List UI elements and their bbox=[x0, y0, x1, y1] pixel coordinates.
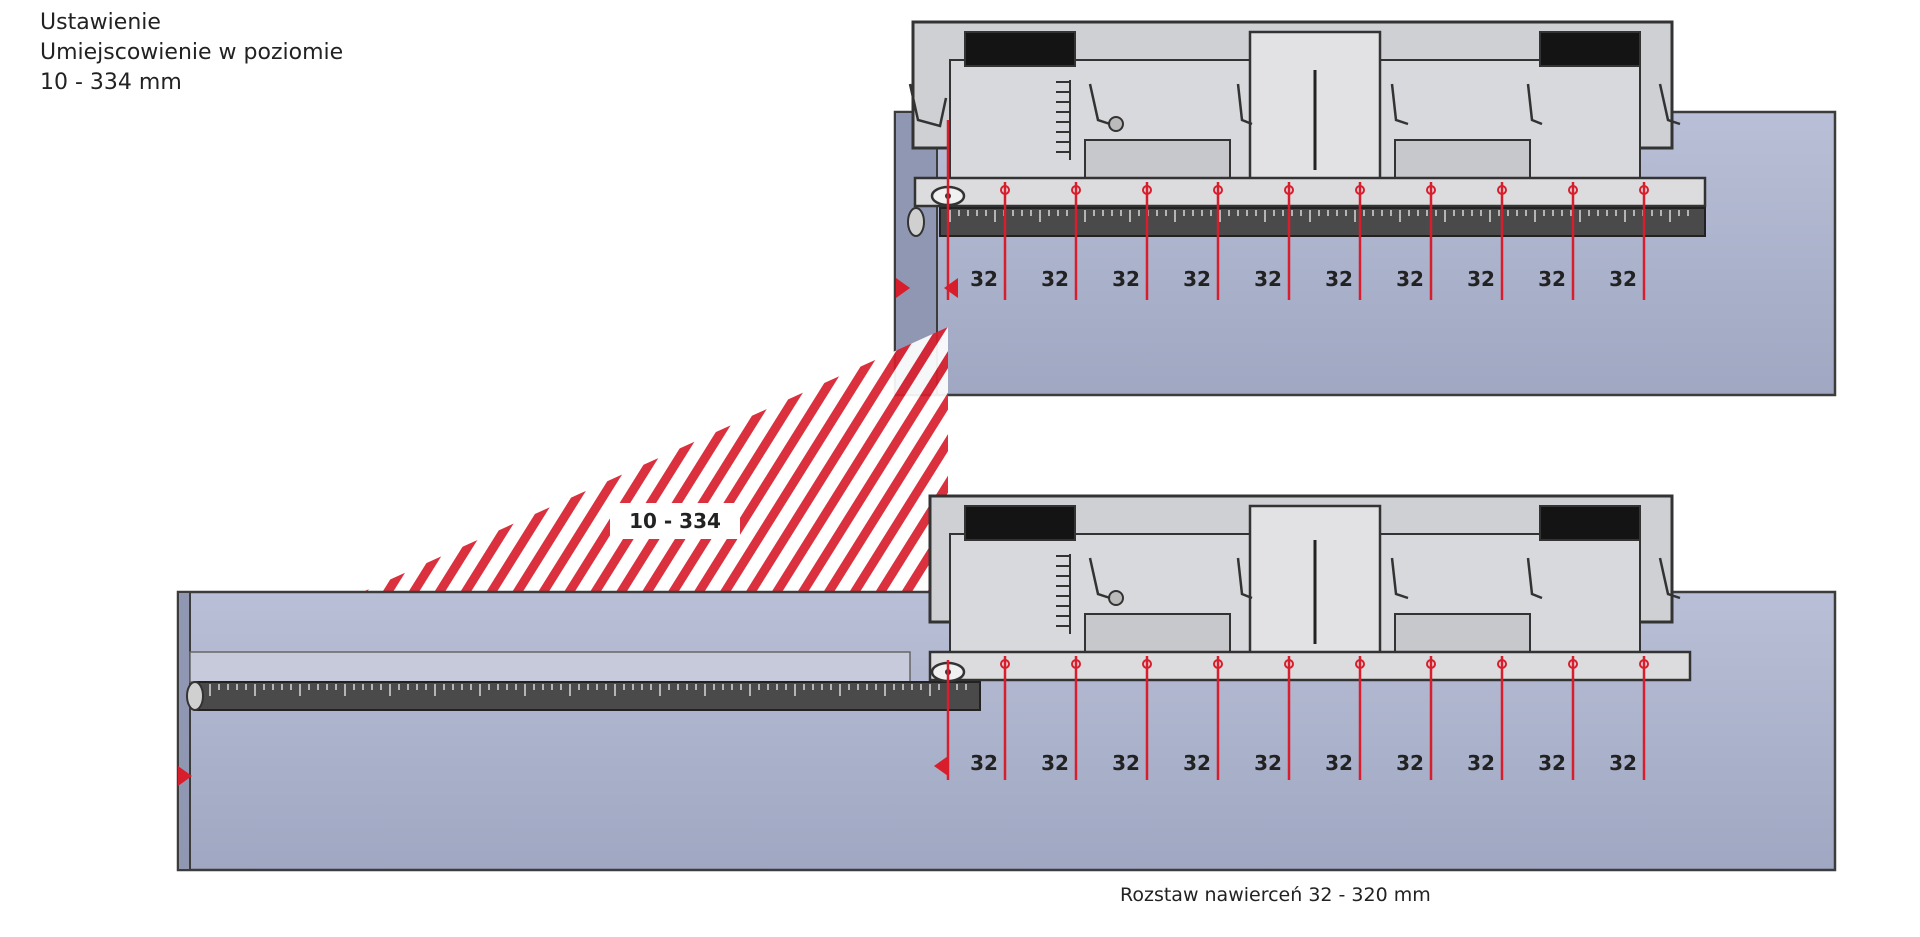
top-pitch-label: 32 bbox=[1538, 267, 1566, 291]
setting-description: Ustawienie Umiejscowienie w poziomie 10 … bbox=[40, 8, 343, 98]
adjustment-range-hatch bbox=[230, 327, 948, 652]
bottom-edge-strip bbox=[177, 591, 191, 871]
bottom-bore-marker bbox=[1000, 659, 1010, 669]
bottom-bore-marker bbox=[1355, 659, 1365, 669]
bottom-pitch-label: 32 bbox=[970, 751, 998, 775]
top-bore-marker bbox=[1639, 185, 1649, 195]
top-bore-marker bbox=[1000, 185, 1010, 195]
setting-range: 10 - 334 mm bbox=[40, 70, 182, 95]
bottom-bore-marker bbox=[1568, 659, 1578, 669]
top-pitch-label: 32 bbox=[1467, 267, 1495, 291]
bottom-pitch-label: 32 bbox=[1254, 751, 1282, 775]
bottom-bore-marker bbox=[1071, 659, 1081, 669]
top-edge-marker-right bbox=[944, 278, 958, 298]
bottom-bore-marker bbox=[1639, 659, 1649, 669]
top-scale-bar bbox=[939, 207, 1706, 237]
bottom-edge-marker-right bbox=[934, 756, 948, 776]
bottom-edge-marker-left bbox=[178, 766, 192, 786]
bottom-pitch-label: 32 bbox=[1396, 751, 1424, 775]
top-pitch-label: 32 bbox=[970, 267, 998, 291]
setting-heading: Ustawienie bbox=[40, 10, 161, 35]
top-assembly: 32 32 32 32 32 32 32 32 32 32 bbox=[893, 20, 1837, 397]
top-bore-marker bbox=[1071, 185, 1081, 195]
top-scale-rail bbox=[913, 176, 1707, 208]
bottom-bore-marker bbox=[1284, 659, 1294, 669]
top-bore-marker bbox=[1284, 185, 1294, 195]
range-label: 10 - 334 bbox=[629, 509, 721, 533]
top-edge-marker-left bbox=[896, 278, 910, 298]
top-bore-marker bbox=[1142, 185, 1152, 195]
top-pitch-label: 32 bbox=[1041, 267, 1069, 291]
range-label-box bbox=[610, 503, 740, 539]
top-bore-marker bbox=[1426, 185, 1436, 195]
setting-subheading: Umiejscowienie w poziomie bbox=[40, 40, 344, 65]
bottom-bore-marker bbox=[1213, 659, 1223, 669]
bottom-scale-rail bbox=[928, 650, 1692, 682]
top-dark-block-left bbox=[964, 31, 1076, 67]
bottom-pitch-label: 32 bbox=[1538, 751, 1566, 775]
bottom-pitch-label: 32 bbox=[1112, 751, 1140, 775]
bottom-pitch-label: 32 bbox=[1041, 751, 1069, 775]
bottom-bore-marker bbox=[1497, 659, 1507, 669]
top-pitch-label: 32 bbox=[1325, 267, 1353, 291]
bottom-pitch-label: 32 bbox=[1467, 751, 1495, 775]
bottom-pitch-label: 32 bbox=[1183, 751, 1211, 775]
bottom-dark-block-left bbox=[964, 505, 1076, 541]
top-bore-marker bbox=[1497, 185, 1507, 195]
top-bore-marker bbox=[1355, 185, 1365, 195]
top-pitch-label: 32 bbox=[1183, 267, 1211, 291]
bottom-pitch-label: 32 bbox=[1325, 751, 1353, 775]
top-dark-block-right bbox=[1539, 31, 1641, 67]
bottom-assembly: 32 32 32 32 32 32 32 32 32 32 bbox=[176, 494, 1837, 872]
bottom-bore-marker bbox=[1426, 659, 1436, 669]
spacing-caption: Rozstaw nawierceń 32 - 320 mm bbox=[1120, 884, 1431, 906]
bottom-bore-marker bbox=[1142, 659, 1152, 669]
top-bore-marker bbox=[1213, 185, 1223, 195]
top-pitch-label: 32 bbox=[1254, 267, 1282, 291]
top-pitch-label: 32 bbox=[1609, 267, 1637, 291]
bottom-pitch-label: 32 bbox=[1609, 751, 1637, 775]
top-pitch-label: 32 bbox=[1396, 267, 1424, 291]
top-bore-marker bbox=[1568, 185, 1578, 195]
bottom-dark-block-right bbox=[1539, 505, 1641, 541]
top-pitch-label: 32 bbox=[1112, 267, 1140, 291]
